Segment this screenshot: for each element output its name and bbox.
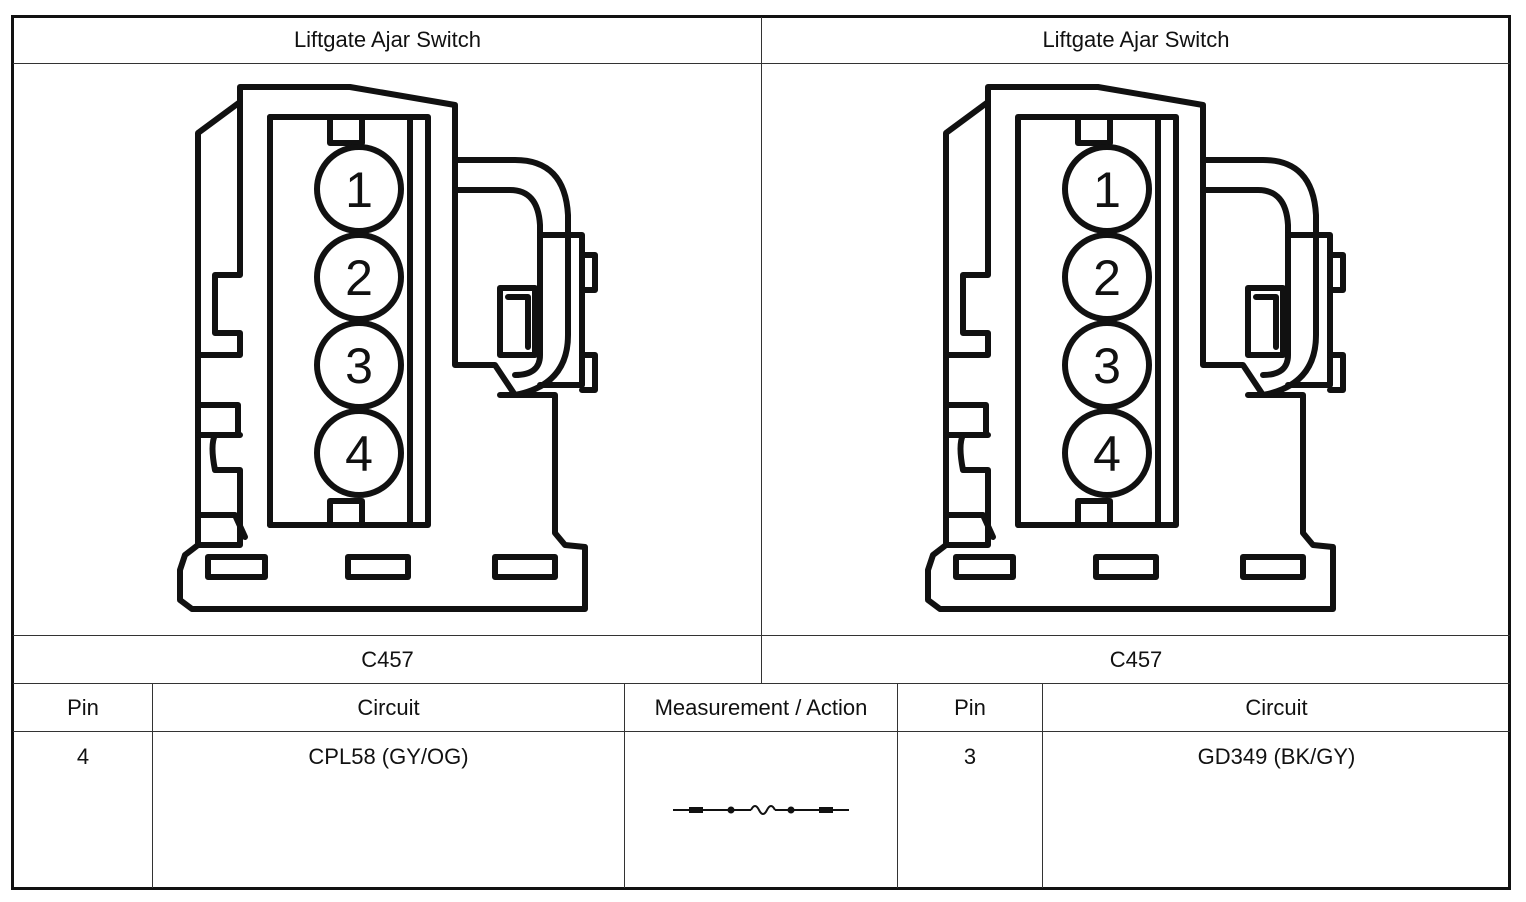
divider-col4 [1042, 684, 1043, 888]
row-measurement [625, 732, 897, 888]
left-pin-4-label: 4 [345, 426, 373, 482]
header-measurement: Measurement / Action [654, 694, 868, 720]
divider-header [13, 731, 1510, 732]
right-pin-3-label: 3 [1093, 338, 1121, 394]
divider-col1 [152, 684, 153, 888]
pinout-table-frame [11, 15, 1511, 890]
left-pin-3-label: 3 [345, 338, 373, 394]
row-pin-a: 4 [76, 744, 90, 769]
left-connector-id: C457 [361, 646, 414, 672]
row-circuit-a: CPL58 (GY/OG) [308, 744, 469, 769]
left-pin-1-label: 1 [345, 162, 373, 218]
resistance-measurement-icon [673, 805, 849, 815]
divider-col3 [897, 684, 898, 888]
right-pin-2-label: 2 [1093, 250, 1121, 306]
divider-col2 [624, 684, 625, 888]
left-panel-title: Liftgate Ajar Switch [293, 27, 482, 52]
left-connector-diagram: 1 2 3 4 [177, 84, 598, 612]
row-pin-b: 3 [963, 744, 977, 769]
header-circuit-a: Circuit [357, 694, 420, 720]
right-connector-diagram: 1 2 3 4 [925, 84, 1346, 612]
right-connector-id: C457 [1109, 646, 1163, 672]
right-panel-title: Liftgate Ajar Switch [1042, 27, 1230, 52]
left-pin-2-label: 2 [345, 250, 373, 306]
row-circuit-b: GD349 (BK/GY) [1197, 744, 1356, 769]
header-pin-b: Pin [954, 694, 986, 720]
right-pin-1-label: 1 [1093, 162, 1121, 218]
right-pin-4-label: 4 [1093, 426, 1121, 482]
header-pin-a: Pin [67, 694, 99, 720]
header-circuit-b: Circuit [1245, 694, 1308, 720]
divider-panels [761, 17, 762, 684]
